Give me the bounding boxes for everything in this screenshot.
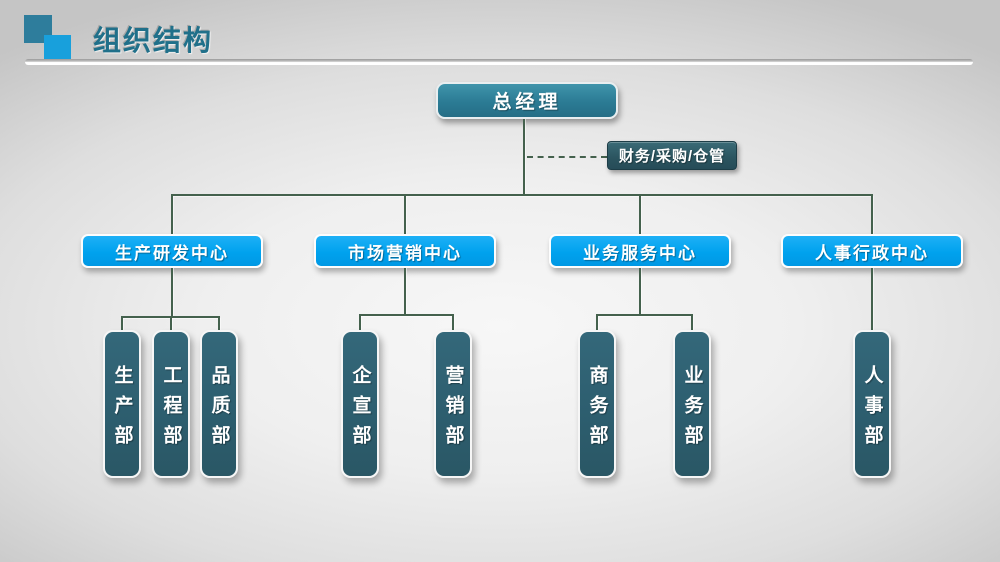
slide-title: 组织结构 — [93, 25, 214, 56]
connector-group2-drop-2 — [452, 316, 454, 330]
title-divider-line — [25, 59, 973, 65]
connector-drop-center-1 — [171, 196, 173, 234]
connector-main-horizontal — [171, 194, 873, 196]
org-node-hr-admin-center: 人事行政中心 — [781, 234, 963, 268]
org-node-commerce-dept: 商务部 — [578, 330, 616, 478]
connector-drop-center-2 — [404, 196, 406, 234]
dept-label: 品质部 — [208, 364, 230, 455]
dept-label: 人事部 — [861, 364, 883, 455]
dept-label: 营销部 — [442, 364, 464, 455]
connector-group4-stem — [871, 268, 873, 330]
connector-group3-bar — [596, 314, 693, 316]
connector-group2-stem — [404, 268, 406, 315]
org-node-quality-dept: 品质部 — [200, 330, 238, 478]
org-node-business-service-center: 业务服务中心 — [549, 234, 731, 268]
connector-group1-stem — [171, 268, 173, 317]
connector-group1-bar — [121, 316, 220, 318]
org-node-production-dept: 生产部 — [103, 330, 141, 478]
org-node-sales-dept: 营销部 — [434, 330, 472, 478]
connector-assistant-dashed — [527, 156, 607, 158]
connector-group2-bar — [359, 314, 454, 316]
connector-group1-drop-2 — [170, 318, 172, 330]
org-node-hr-dept: 人事部 — [853, 330, 891, 478]
connector-group2-drop-1 — [359, 316, 361, 330]
dept-label: 业务部 — [681, 364, 703, 455]
dept-label: 企宣部 — [349, 364, 371, 455]
connector-group3-drop-1 — [596, 316, 598, 330]
dept-label: 生产部 — [111, 364, 133, 455]
connector-root-vertical — [523, 119, 525, 195]
connector-group3-drop-2 — [691, 316, 693, 330]
connector-drop-center-4 — [871, 196, 873, 234]
org-node-business-dept: 业务部 — [673, 330, 711, 478]
org-node-production-rd-center: 生产研发中心 — [81, 234, 263, 268]
org-node-marketing-center: 市场营销中心 — [314, 234, 496, 268]
org-node-finance-purchasing-warehouse: 财务/采购/仓管 — [607, 141, 737, 170]
org-node-publicity-dept: 企宣部 — [341, 330, 379, 478]
connector-group1-drop-3 — [218, 318, 220, 330]
dept-label: 工程部 — [160, 364, 182, 455]
connector-group3-stem — [639, 268, 641, 315]
connector-group1-drop-1 — [121, 318, 123, 330]
connector-drop-center-3 — [639, 196, 641, 234]
dept-label: 商务部 — [586, 364, 608, 455]
title-accent-square-blue — [44, 35, 71, 62]
org-node-general-manager: 总经理 — [436, 82, 618, 119]
org-node-engineering-dept: 工程部 — [152, 330, 190, 478]
